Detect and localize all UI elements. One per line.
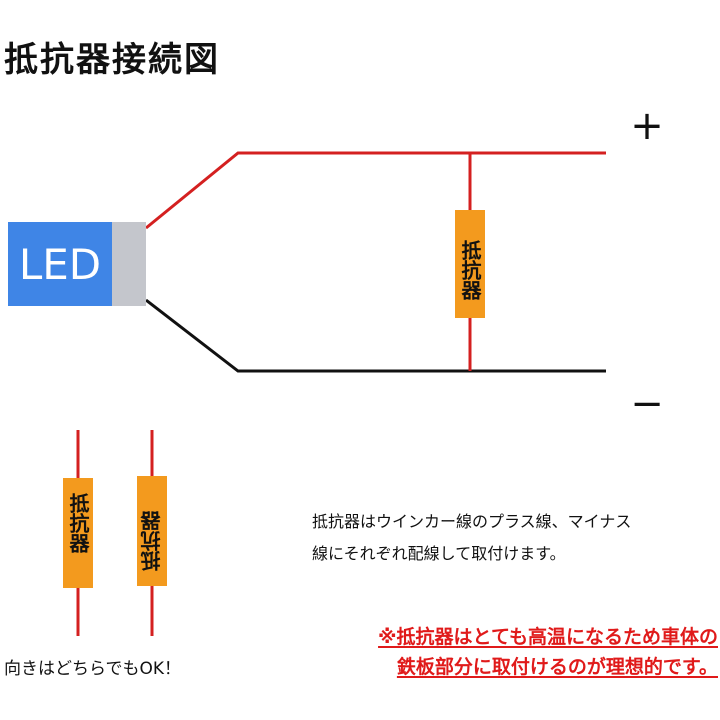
resistor-body [455,210,485,318]
example-label-1: 抵抗器 [66,492,90,554]
warning-line-1: ※抵抗器はとても高温になるため車体の [378,626,718,648]
led-label: LED [19,240,101,289]
instruction-line-2: 線にそれぞれ配線して取付けます。 [312,544,566,563]
example-label-2: 抵抗器 [140,510,164,572]
resistor-main-label: 抵抗器 [458,239,482,301]
diagram-title: 抵抗器接続図 [4,40,220,80]
plus-terminal: + [630,103,664,149]
orientation-caption: 向きはどちらでもOK！ [4,659,182,679]
instruction-text: 抵抗器はウインカー線のプラス線、マイナス 線にそれぞれ配線して取付けます。 [312,506,712,570]
led-connector [112,222,146,306]
minus-terminal: − [630,381,664,427]
heat-warning: ※抵抗器はとても高温になるため車体の 鉄板部分に取付けるのが理想的です。 [288,622,718,682]
resistor-example-flipped: 抵抗器 [137,430,167,636]
negative-wire [145,298,606,373]
resistor-example-upright: 抵抗器 [63,430,93,636]
instruction-line-1: 抵抗器はウインカー線のプラス線、マイナス [312,512,632,531]
example-body-1 [63,478,93,588]
positive-wire [145,151,606,230]
warning-line-2: 鉄板部分に取付けるのが理想的です。 [396,656,718,678]
example-body-2 [137,476,167,586]
led-body [8,222,112,306]
resistor-main: 抵抗器 [455,210,485,318]
led-module: LED [8,222,146,306]
